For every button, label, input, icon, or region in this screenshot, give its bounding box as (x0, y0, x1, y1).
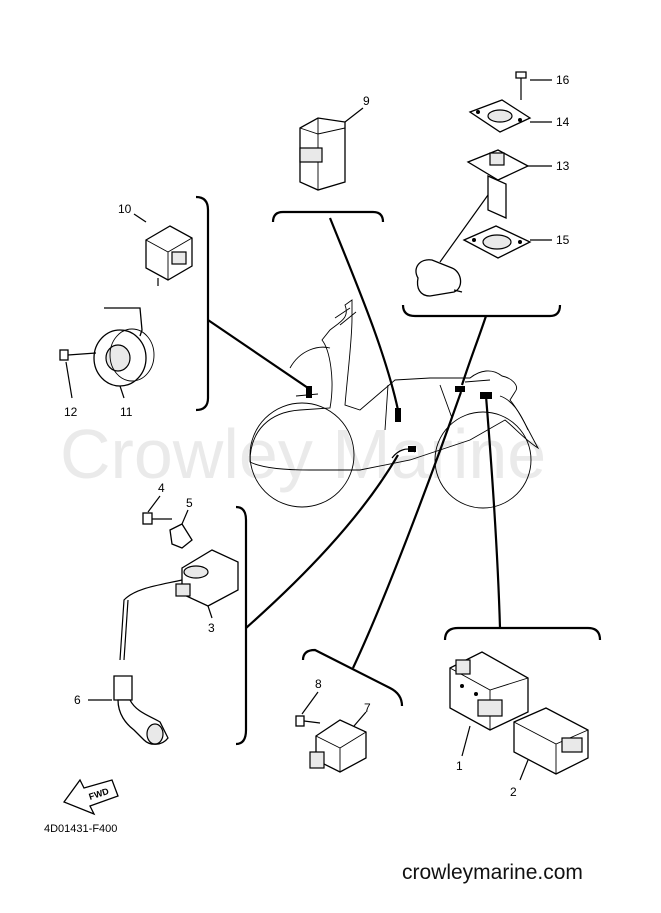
callout-9: 9 (363, 94, 370, 108)
callout-11: 11 (120, 405, 133, 419)
bracket-relay-horn (195, 195, 210, 412)
callout-4: 4 (158, 481, 165, 495)
part-8-bolt (295, 691, 321, 727)
part-2-cover (513, 707, 589, 781)
callout-15: 15 (556, 233, 570, 247)
callout-10: 10 (118, 202, 132, 216)
part-10-flasher-relay (133, 213, 193, 286)
part-12-bolt (59, 349, 97, 399)
callout-6: 6 (74, 693, 81, 707)
bracket-ignition (235, 505, 248, 746)
part-3-ignition-coil (119, 549, 239, 661)
part-11-horn (93, 307, 155, 399)
part-5-clamp (169, 509, 193, 549)
callout-8: 8 (315, 677, 322, 691)
diagram-code: 4D01431-F400 (44, 823, 117, 835)
part-13-sender-unit (415, 149, 552, 297)
fwd-arrow: FWD (62, 778, 119, 816)
callout-1: 1 (456, 759, 463, 773)
part-4-bolt (142, 495, 172, 525)
bracket-fuel-sender (401, 304, 562, 318)
part-15-gasket (462, 225, 552, 259)
callout-13: 13 (556, 159, 570, 173)
part-16-screw (515, 71, 552, 100)
part-9-relay (299, 107, 364, 191)
callout-12: 12 (64, 405, 78, 419)
part-7-cdi-unit (309, 711, 367, 773)
callout-3: 3 (208, 621, 215, 635)
bracket-cdi (301, 648, 404, 707)
callout-7: 7 (364, 701, 371, 715)
part-14-plate (468, 99, 532, 133)
callout-14: 14 (556, 115, 570, 129)
part-6-plug-cap (88, 675, 169, 745)
callout-5: 5 (186, 496, 193, 510)
bracket-9 (271, 210, 385, 223)
leader-lines (207, 217, 502, 669)
part-1-rectifier (449, 651, 529, 757)
site-footer: crowleymarine.com (402, 861, 583, 884)
scooter-outline (249, 299, 540, 509)
callout-2: 2 (510, 785, 517, 799)
bracket-rectifier (443, 626, 602, 641)
callout-16: 16 (556, 73, 570, 87)
watermark: Crowley Marine (60, 415, 546, 493)
